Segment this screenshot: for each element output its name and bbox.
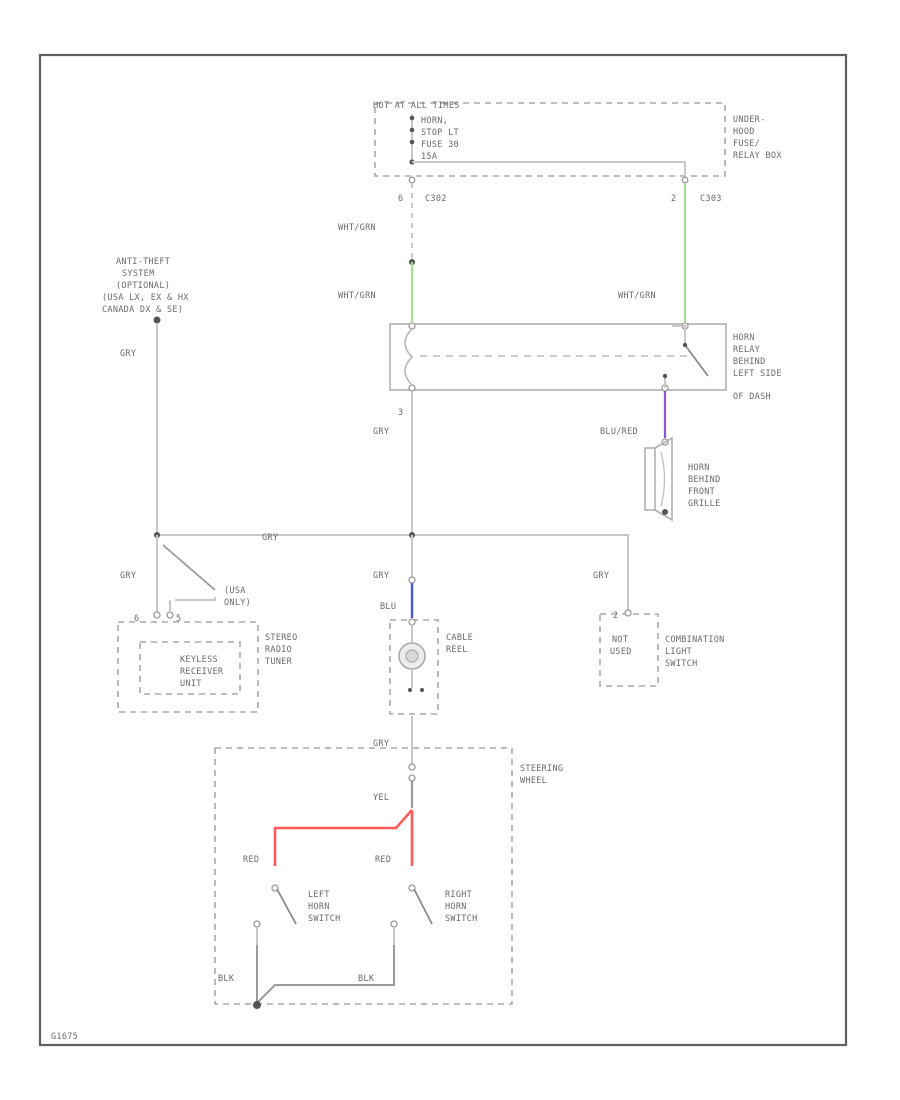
steering-wheel: [214, 747, 513, 1005]
svg-text:6: 6: [398, 194, 403, 204]
svg-text:REEL: REEL: [446, 645, 468, 655]
svg-text:2: 2: [613, 611, 618, 621]
svg-text:STEERING: STEERING: [520, 764, 563, 774]
left-horn-switch: [253, 884, 297, 928]
svg-text:OF DASH: OF DASH: [733, 392, 771, 402]
svg-text:NOT: NOT: [612, 635, 628, 645]
svg-text:TUNER: TUNER: [265, 657, 293, 667]
svg-text:WHT/GRN: WHT/GRN: [338, 223, 376, 233]
diagram-frame: [38, 53, 848, 1047]
svg-text:BLU: BLU: [380, 602, 396, 612]
horn-relay: [389, 322, 727, 392]
svg-text:FUSE/: FUSE/: [733, 139, 760, 149]
svg-text:SWITCH: SWITCH: [665, 659, 698, 669]
svg-text:HORN: HORN: [733, 333, 755, 343]
svg-text:GRY: GRY: [373, 571, 389, 581]
svg-text:HOOD: HOOD: [733, 127, 755, 137]
svg-text:HORN: HORN: [308, 902, 330, 912]
svg-text:ONLY): ONLY): [224, 598, 251, 608]
svg-text:GRY: GRY: [373, 739, 389, 749]
svg-text:BEHIND: BEHIND: [688, 475, 721, 485]
svg-text:(USA: (USA: [224, 586, 246, 596]
svg-text:SWITCH: SWITCH: [445, 914, 478, 924]
svg-text:GRY: GRY: [120, 349, 136, 359]
svg-text:UNIT: UNIT: [180, 679, 202, 689]
svg-text:SYSTEM: SYSTEM: [122, 269, 155, 279]
diagram-code: G1675: [51, 1032, 78, 1042]
connector-c303: C303: [700, 194, 722, 204]
svg-text:STOP LT: STOP LT: [421, 128, 459, 138]
svg-text:15A: 15A: [421, 152, 437, 162]
svg-text:GRY: GRY: [120, 571, 136, 581]
svg-text:BLU/RED: BLU/RED: [600, 427, 638, 437]
svg-text:2: 2: [671, 194, 676, 204]
svg-text:HORN,: HORN,: [421, 116, 448, 126]
svg-text:WHEEL: WHEEL: [520, 776, 547, 786]
svg-text:RADIO: RADIO: [265, 645, 292, 655]
svg-text:BLK: BLK: [358, 974, 375, 984]
svg-text:LEFT SIDE: LEFT SIDE: [733, 369, 782, 379]
usa-only-switch: [162, 544, 216, 591]
svg-text:6: 6: [134, 614, 139, 624]
svg-text:BEHIND: BEHIND: [733, 357, 766, 367]
right-horn-switch: [390, 884, 433, 928]
svg-text:RELAY: RELAY: [733, 345, 760, 355]
svg-text:RECEIVER: RECEIVER: [180, 667, 224, 677]
svg-text:CABLE: CABLE: [446, 633, 473, 643]
svg-text:(OPTIONAL): (OPTIONAL): [116, 281, 170, 291]
underhood-fuse-relay-box: HOT AT ALL TIMES HORN, STOP LT FUSE 30 1…: [373, 101, 782, 184]
stereo-radio-tuner: [117, 600, 259, 713]
svg-text:UNDER-: UNDER-: [733, 115, 766, 125]
svg-text:SWITCH: SWITCH: [308, 914, 341, 924]
svg-text:RIGHT: RIGHT: [445, 890, 472, 900]
svg-text:3: 3: [398, 408, 403, 418]
svg-text:FRONT: FRONT: [688, 487, 715, 497]
svg-text:RELAY BOX: RELAY BOX: [733, 151, 782, 161]
svg-text:(USA LX, EX & HX: (USA LX, EX & HX: [102, 293, 189, 303]
svg-text:GRY: GRY: [593, 571, 609, 581]
svg-text:HORN: HORN: [445, 902, 467, 912]
horn: [644, 436, 673, 522]
svg-text:GRY: GRY: [373, 427, 389, 437]
svg-text:FUSE 30: FUSE 30: [421, 140, 459, 150]
svg-text:5: 5: [176, 614, 181, 624]
antitheft-connector: [153, 316, 161, 324]
svg-text:CANADA DX & SE): CANADA DX & SE): [102, 305, 183, 315]
svg-text:BLK: BLK: [218, 974, 235, 984]
svg-text:GRY: GRY: [262, 533, 278, 543]
wire-blk-right: [256, 945, 395, 1004]
svg-text:RED: RED: [243, 855, 259, 865]
svg-text:LIGHT: LIGHT: [665, 647, 692, 657]
svg-text:YEL: YEL: [373, 793, 389, 803]
svg-text:WHT/GRN: WHT/GRN: [338, 291, 376, 301]
svg-text:GRILLE: GRILLE: [688, 499, 721, 509]
svg-text:WHT/GRN: WHT/GRN: [618, 291, 656, 301]
svg-text:HORN: HORN: [688, 463, 710, 473]
connector-c302: C302: [425, 194, 447, 204]
svg-text:LEFT: LEFT: [308, 890, 330, 900]
cable-reel: [389, 618, 439, 715]
svg-text:RED: RED: [375, 855, 391, 865]
svg-text:STEREO: STEREO: [265, 633, 298, 643]
svg-text:ANTI-THEFT: ANTI-THEFT: [116, 257, 170, 267]
svg-text:USED: USED: [610, 647, 632, 657]
wire-gry-bus: [157, 534, 629, 610]
fuse-box-title: HOT AT ALL TIMES: [373, 101, 460, 111]
ground-point: [253, 1001, 261, 1009]
svg-text:COMBINATION: COMBINATION: [665, 635, 725, 645]
wire-red-left: [273, 809, 413, 866]
combination-light-switch: NOT USED: [599, 609, 659, 687]
svg-text:KEYLESS: KEYLESS: [180, 655, 218, 665]
